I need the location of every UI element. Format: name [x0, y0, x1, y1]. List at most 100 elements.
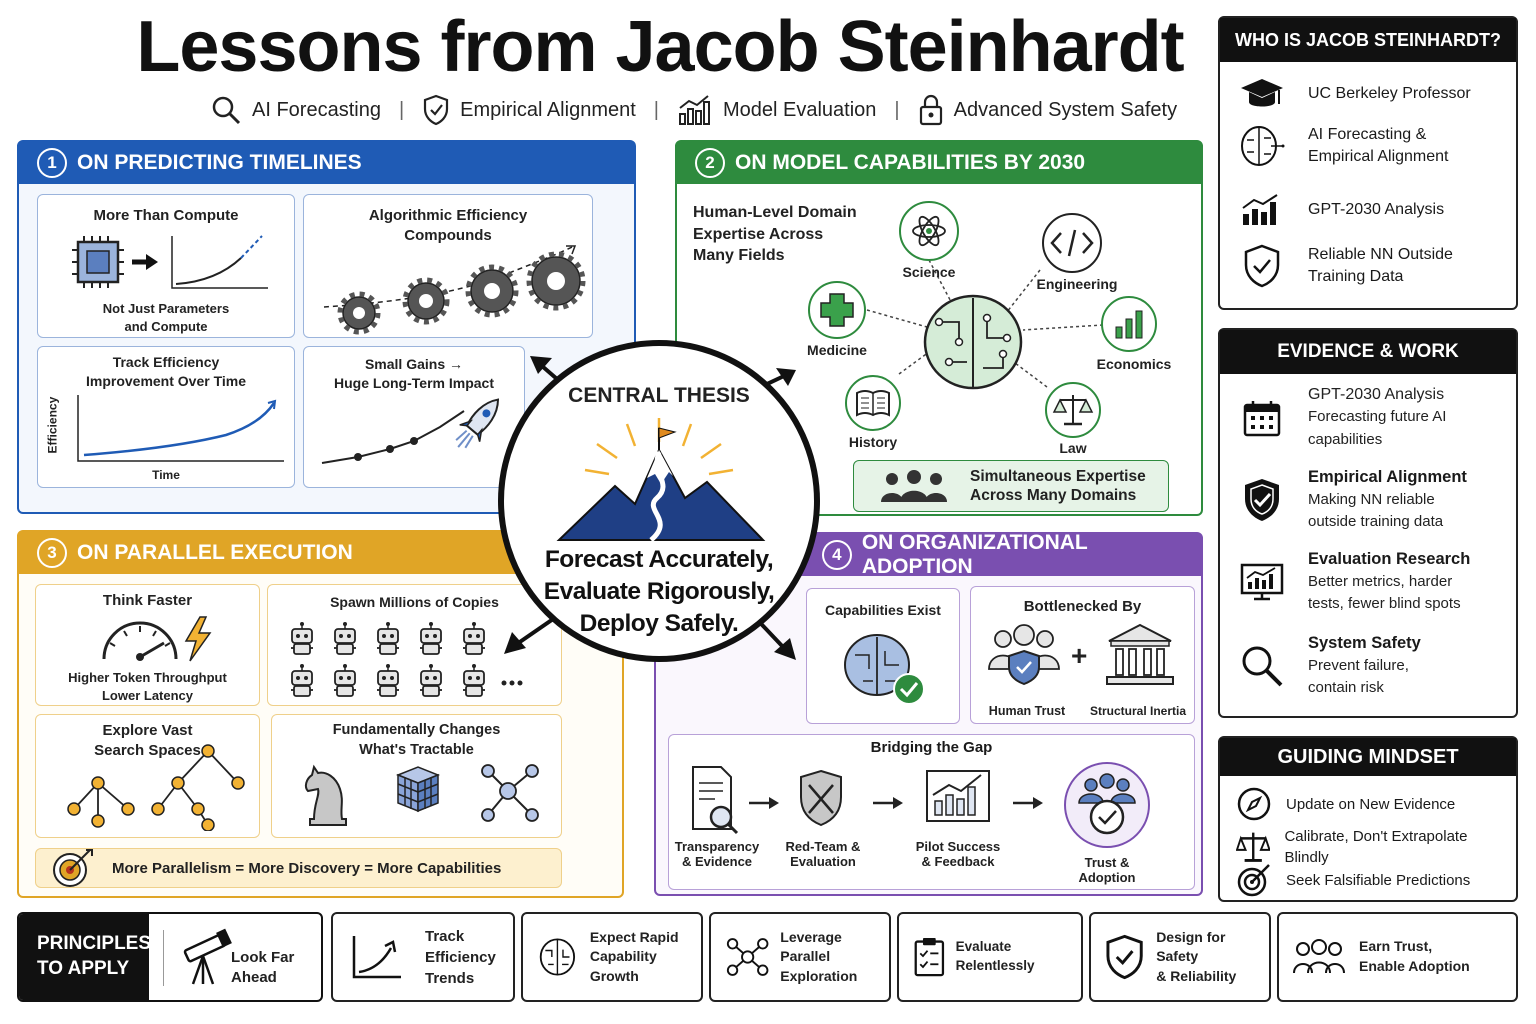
principle-label: Leverage Parallel Exploration — [780, 928, 858, 984]
card-title: Track Efficiency Improvement Over Time — [85, 354, 247, 389]
page-title: Lessons from Jacob Steinhardt — [136, 7, 1184, 87]
mindset-item: Calibrate, Don't Extrapolate Blindly — [1236, 826, 1506, 868]
evidence-desc: Prevent failure, contain risk — [1308, 657, 1409, 697]
step-label: Red-Team & Evaluation — [785, 839, 861, 869]
robot-icon — [463, 622, 485, 655]
topic-model-evaluation: Model Evaluation — [677, 94, 876, 126]
shield-check-icon — [1245, 478, 1279, 521]
card-track-efficiency: Track Efficiency Improvement Over Time E… — [37, 346, 295, 488]
section-title: ON MODEL CAPABILITIES BY 2030 — [735, 151, 1086, 174]
shield-check-icon — [1244, 245, 1280, 288]
magnifier-icon — [1242, 646, 1283, 687]
panel-header: EVIDENCE & WORK — [1220, 330, 1516, 374]
calendar-icon — [1243, 400, 1281, 436]
panel-guiding-mindset: GUIDING MINDSET Update on New Evidence C… — [1218, 736, 1518, 902]
medical-cross-icon — [808, 281, 866, 339]
topic-label: AI Forecasting — [252, 98, 381, 121]
card-title: More Than Compute — [93, 207, 239, 224]
mindset-label: Seek Falsifiable Predictions — [1286, 871, 1471, 889]
robot-icon — [420, 622, 442, 655]
evidence-desc: Making NN reliable outside training data — [1308, 491, 1444, 531]
who-item-label: Reliable NN Outside Training Data — [1308, 246, 1453, 286]
bar-chart-icon — [1242, 194, 1278, 225]
principles-title: PRINCIPLES TO APPLY — [19, 914, 151, 1000]
parallelism-banner: More Parallelism = More Discovery = More… — [35, 848, 562, 888]
bar-chart-icon — [1101, 296, 1157, 352]
shield-swords-icon — [800, 769, 842, 827]
trusted-team-icon — [1064, 762, 1150, 848]
brain-circuit-icon — [539, 938, 576, 976]
axis-label-x: Time — [152, 467, 180, 482]
who-item: GPT-2030 Analysis — [1238, 194, 1506, 226]
axis-label-y: Efficiency — [45, 396, 60, 454]
card-title: Explore Vast Search Spaces — [94, 722, 201, 760]
section-predicting-timelines: 1 ON PREDICTING TIMELINES More Than Comp… — [17, 140, 636, 514]
section-number: 4 — [822, 540, 852, 570]
monitor-chart-icon — [1240, 563, 1284, 601]
card-caption: Higher Token Throughput Lower Latency — [68, 670, 227, 703]
magnifier-icon — [212, 96, 241, 125]
brain-icon — [923, 294, 1023, 390]
principle-label: Look Far Ahead — [231, 949, 295, 987]
expertise-banner: Simultaneous Expertise Across Many Domai… — [853, 460, 1169, 512]
evidence-desc: Better metrics, harder tests, fewer blin… — [1308, 573, 1461, 613]
principles-label: PRINCIPLES TO APPLY Look Far Ahead — [17, 912, 323, 1002]
section-title: ON ORGANIZATIONAL ADOPTION — [861, 531, 1088, 578]
target-icon — [1237, 864, 1270, 897]
domain-label-economics: Economics — [1096, 356, 1172, 372]
card-algorithmic-efficiency: Algorithmic Efficiency Compounds — [303, 194, 593, 338]
trend-chart-icon — [352, 936, 401, 979]
scales-icon — [1236, 832, 1271, 862]
topic-separator: | — [894, 98, 900, 121]
mindset-label: Update on New Evidence — [1286, 795, 1456, 813]
card-title: Spawn Millions of Copies — [330, 594, 499, 610]
plus-sign: + — [1071, 640, 1088, 671]
who-item-label: UC Berkeley Professor — [1308, 84, 1471, 102]
evidence-title: Empirical Alignment — [1308, 468, 1467, 486]
topic-ai-forecasting: AI Forecasting — [210, 94, 381, 126]
domains-network — [808, 201, 1157, 438]
network-nodes-icon — [726, 938, 769, 976]
who-item-label: AI Forecasting & Empirical Alignment — [1308, 126, 1449, 166]
evidence-title: System Safety — [1308, 634, 1421, 652]
robot-icon — [291, 622, 313, 655]
domain-label-medicine: Medicine — [807, 342, 867, 358]
topic-label: Empirical Alignment — [460, 98, 636, 121]
principle-earn-trust: Earn Trust, Enable Adoption — [1277, 912, 1518, 1002]
network-nodes-icon — [481, 764, 539, 822]
domain-label-science: Science — [902, 264, 956, 280]
evidence-title: GPT-2030 Analysis — [1308, 386, 1445, 403]
who-item: Reliable NN Outside Training Data — [1238, 244, 1506, 289]
book-icon — [845, 375, 901, 431]
label-human-trust: Human Trust — [988, 704, 1066, 718]
growth-chart-icon — [926, 770, 990, 822]
topic-label: Model Evaluation — [722, 98, 877, 121]
card-bottlenecked-by: Bottlenecked By + Human Trust Structural… — [970, 586, 1195, 724]
principle-evaluate-relentlessly: Evaluate Relentlessly — [897, 912, 1083, 1002]
card-title: Fundamentally Changes What's Tractable — [332, 722, 501, 758]
speedometer-icon — [102, 616, 211, 662]
target-icon — [53, 849, 93, 887]
evidence-desc: Forecasting future AI capabilities — [1308, 408, 1447, 448]
robot-copies-icon — [291, 622, 523, 697]
card-title: Capabilities Exist — [825, 602, 941, 618]
card-title: Small Gains → Huge Long-Term Impact — [334, 356, 494, 391]
robot-icon — [334, 622, 356, 655]
brain-circuit-icon — [1241, 126, 1285, 167]
bridging-title: Bridging the Gap — [870, 739, 993, 756]
tractable-icons — [304, 764, 539, 826]
shield-check-icon — [1106, 934, 1143, 980]
card-more-than-compute: More Than Compute Not Just Parameters an… — [37, 194, 295, 338]
topic-separator: | — [398, 98, 405, 121]
domain-label-history: History — [848, 434, 898, 450]
shield-check-icon — [424, 94, 449, 126]
lock-icon — [919, 94, 942, 126]
search-tree-icon — [67, 744, 245, 831]
people-group-icon — [1293, 939, 1345, 974]
section-organizational-adoption: 4 ON ORGANIZATIONAL ADOPTION Capabilitie… — [654, 531, 1203, 896]
